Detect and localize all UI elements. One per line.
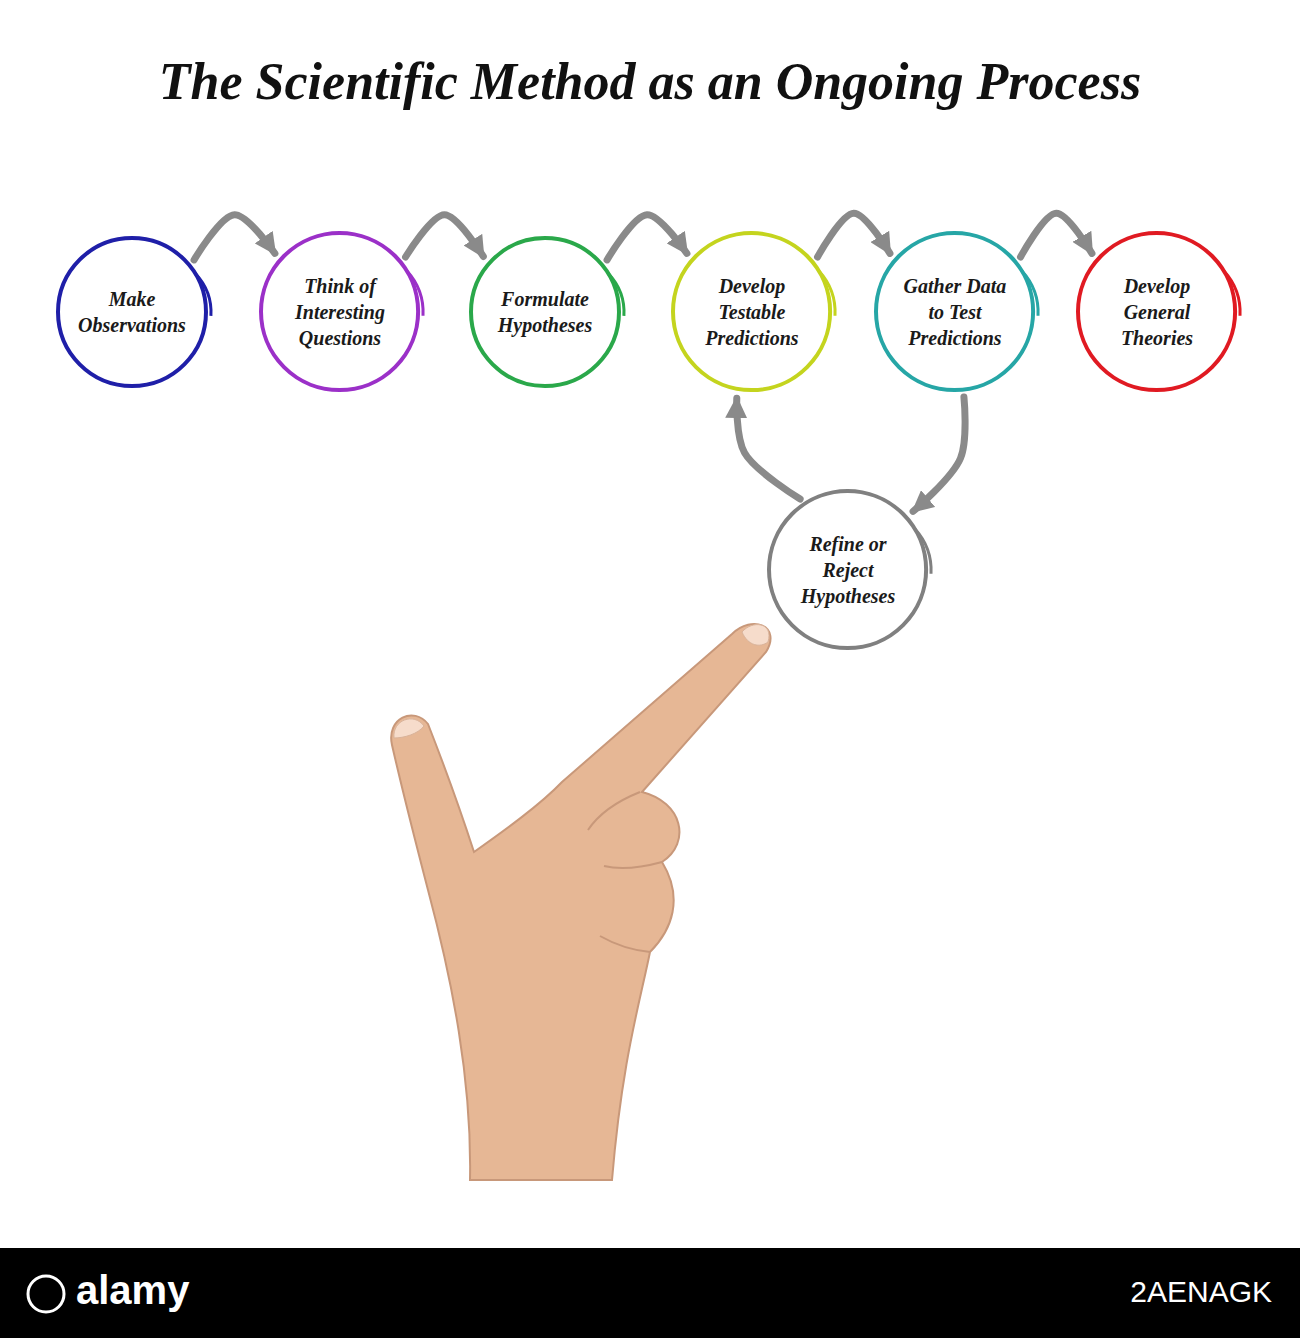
watermark-text: alamy <box>76 1268 189 1313</box>
process-circle: Develop General Theories <box>1075 230 1238 393</box>
circle-stroke <box>261 233 418 390</box>
circle-outline <box>55 235 209 389</box>
flow-arrow <box>194 215 275 260</box>
circle-tail <box>1022 271 1039 316</box>
circle-tail <box>407 271 424 316</box>
circle-stroke <box>673 233 830 390</box>
process-circle: Develop Testable Predictions <box>670 230 833 393</box>
watermark-bar <box>0 1248 1300 1338</box>
watermark-text: 2AENAGK <box>1130 1275 1272 1309</box>
circle-stroke <box>876 233 1033 390</box>
circle-tail <box>1224 271 1241 316</box>
text-holder: Formulate Hypotheses <box>485 286 605 338</box>
circle-stroke <box>769 491 926 648</box>
watermark-logo <box>28 1276 64 1312</box>
node-text: Gather Data to Test Predictions <box>895 273 1015 351</box>
circle-tail <box>915 529 932 574</box>
flow-arrow <box>737 398 800 499</box>
circle-stroke <box>1078 233 1235 390</box>
flow-arrow <box>818 213 890 257</box>
circle-stroke <box>58 238 206 386</box>
node-text: Develop General Theories <box>1097 273 1217 351</box>
text-holder: Think of Interesting Questions <box>280 273 400 351</box>
circle-tail <box>608 273 624 316</box>
process-circle: Gather Data to Test Predictions <box>873 230 1036 393</box>
node-text: Refine or Reject Hypotheses <box>788 531 908 609</box>
node-text: Formulate Hypotheses <box>485 286 605 338</box>
text-holder: Refine or Reject Hypotheses <box>788 531 908 609</box>
circle-stroke <box>471 238 619 386</box>
process-circle: Make Observations <box>55 235 209 389</box>
process-circle: Refine or Reject Hypotheses <box>766 488 929 651</box>
circle-tail <box>195 273 211 316</box>
process-circle: Think of Interesting Questions <box>258 230 421 393</box>
flow-arrow <box>1021 213 1092 257</box>
text-holder: Develop Testable Predictions <box>692 273 812 351</box>
node-text: Make Observations <box>72 286 192 338</box>
circle-tail <box>819 271 836 316</box>
process-circle: Formulate Hypotheses <box>468 235 622 389</box>
node-text: Develop Testable Predictions <box>692 273 812 351</box>
flow-arrow <box>607 215 687 260</box>
node-text: Think of Interesting Questions <box>280 273 400 351</box>
flow-arrow <box>913 397 965 511</box>
flow-arrow <box>406 215 484 257</box>
diagram-title: The Scientific Method as an Ongoing Proc… <box>0 52 1300 111</box>
text-holder: Gather Data to Test Predictions <box>895 273 1015 351</box>
text-holder: Develop General Theories <box>1097 273 1217 351</box>
text-holder: Make Observations <box>72 286 192 338</box>
circle-outline <box>468 235 622 389</box>
pointing-hand <box>391 624 770 1180</box>
